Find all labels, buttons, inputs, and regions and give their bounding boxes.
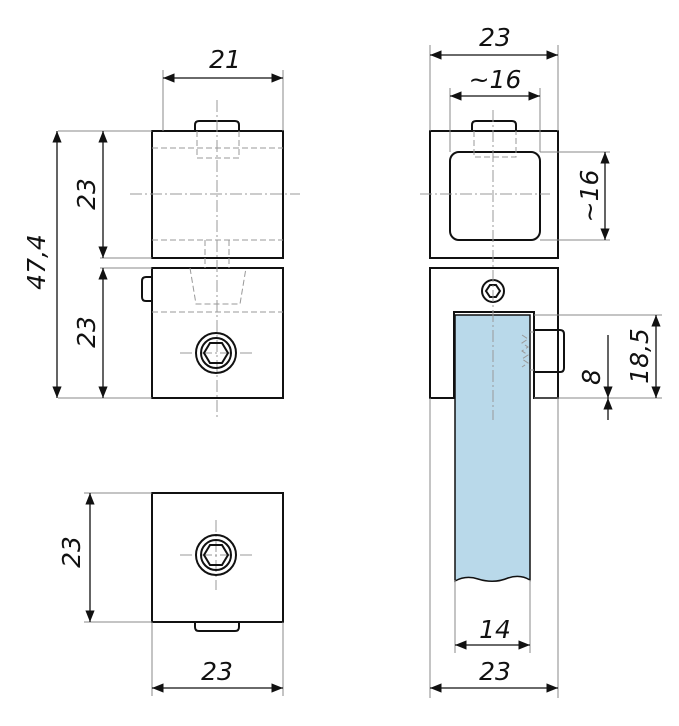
dim-height-total: 47,4 xyxy=(22,234,51,290)
dim-front-width-top: 23 xyxy=(479,23,511,52)
side-view: 21 47,4 23 23 xyxy=(22,45,300,420)
dim-glass-thickness: 14 xyxy=(479,615,511,644)
dim-bottom-height: 23 xyxy=(57,536,86,568)
dim-bottom-width: 23 xyxy=(201,657,233,686)
hex-bolt-icon xyxy=(195,332,237,374)
hex-bolt-icon xyxy=(195,534,237,576)
bottom-view: 23 23 xyxy=(57,492,284,696)
dim-opening-width: ~16 xyxy=(469,65,522,94)
bottom-tab xyxy=(194,622,240,632)
front-lower-block xyxy=(429,267,559,399)
side-tab xyxy=(141,276,152,302)
dim-clamp-height: 18,5 xyxy=(625,328,654,384)
front-view: 23 ~16 ~16 18,5 8 14 23 xyxy=(420,23,662,698)
dim-screw-offset: 8 xyxy=(577,369,606,385)
glass-panel xyxy=(454,314,531,583)
dim-opening-height: ~16 xyxy=(575,170,604,223)
dim-front-width-bottom: 23 xyxy=(479,657,511,686)
dim-width-21: 21 xyxy=(209,45,241,74)
dim-height-upper: 23 xyxy=(72,178,101,210)
bottom-block xyxy=(151,492,284,623)
dim-height-lower: 23 xyxy=(72,316,101,348)
square-opening xyxy=(449,151,541,241)
